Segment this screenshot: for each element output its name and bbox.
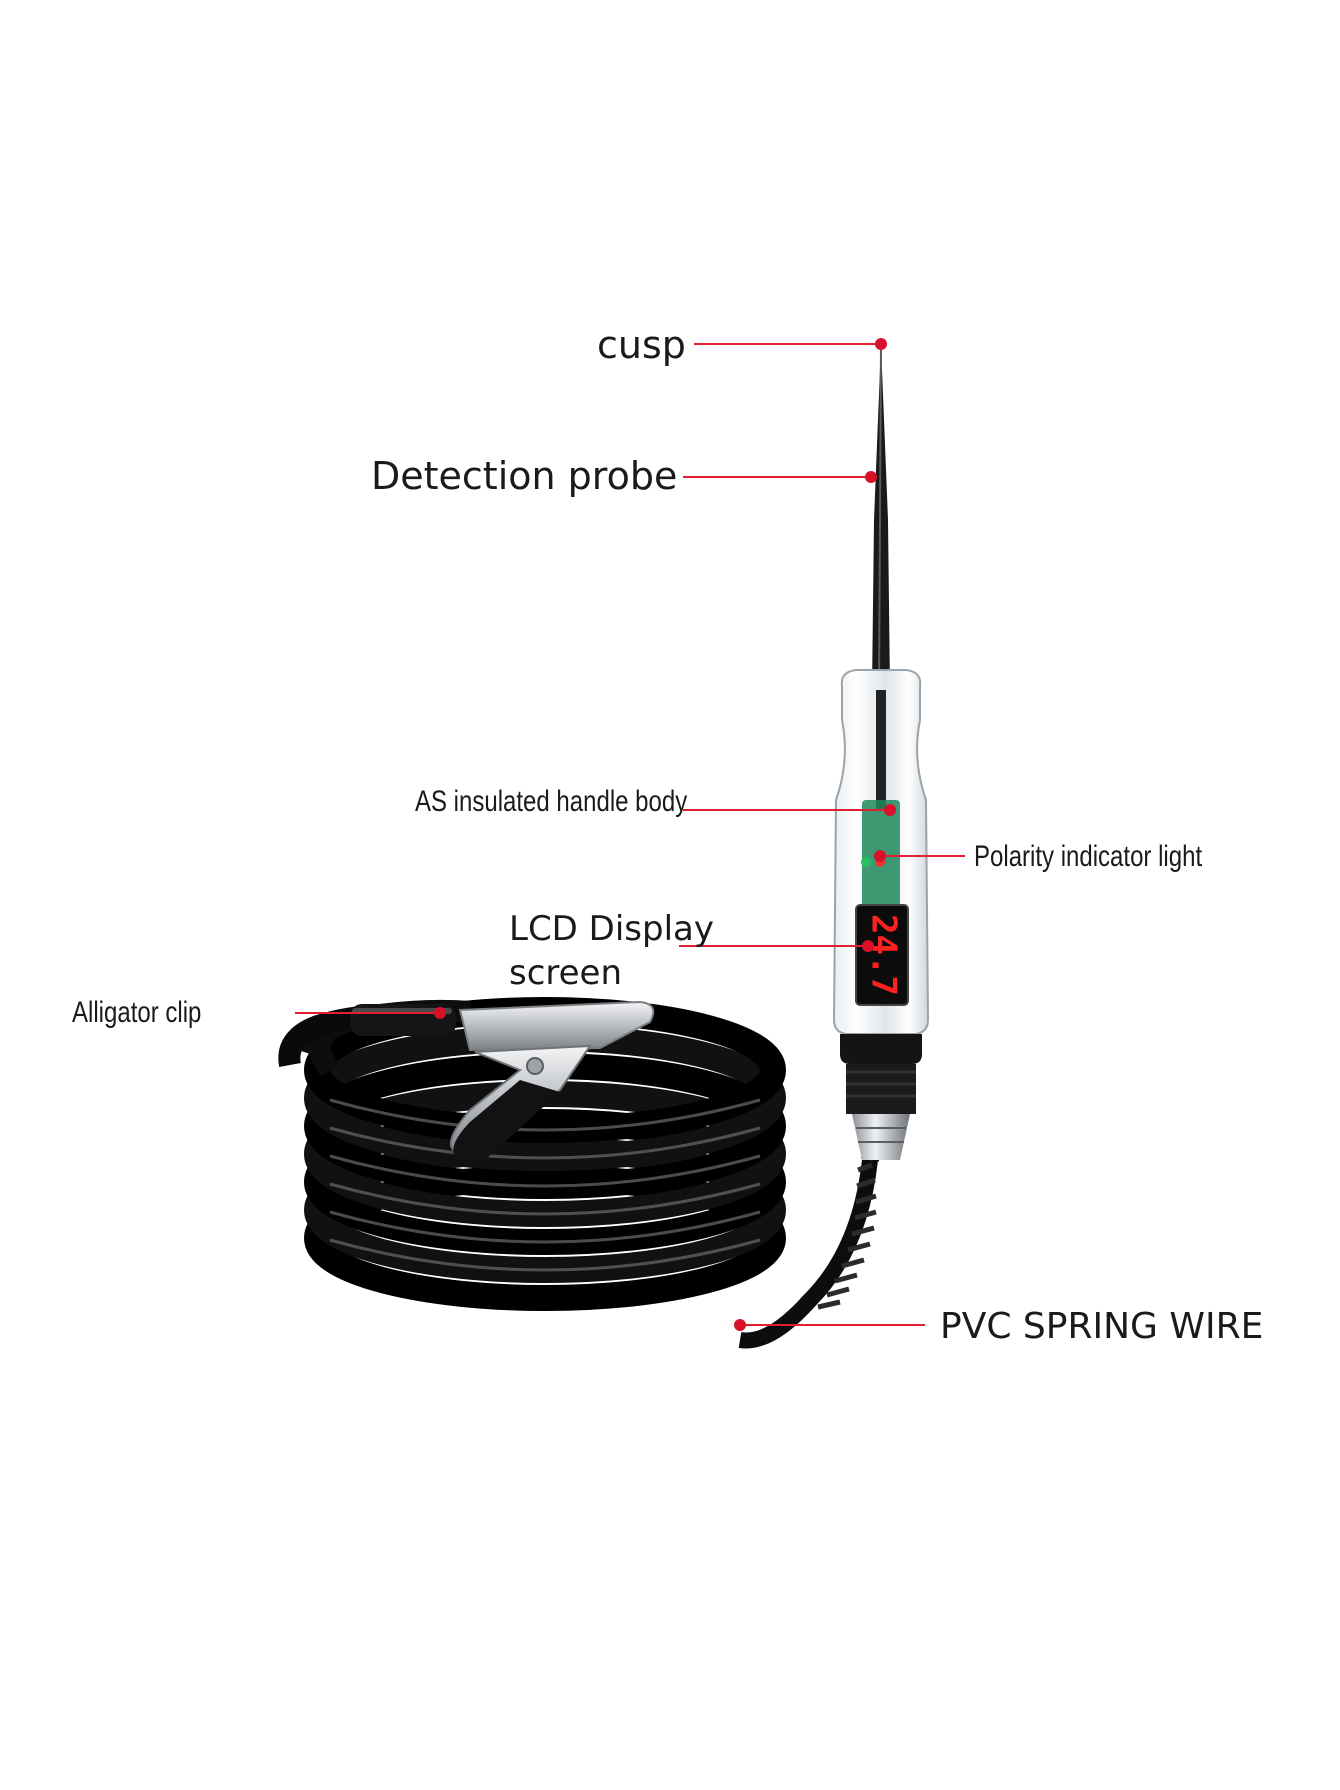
dot-clip bbox=[434, 1007, 446, 1019]
test-probe-icon: 24.7 bbox=[832, 343, 930, 1160]
dot-probe bbox=[865, 471, 877, 483]
lcd-digits: 24.7 bbox=[864, 914, 904, 996]
dot-cusp bbox=[875, 338, 887, 350]
cable-coil bbox=[278, 997, 786, 1311]
label-lcd-line2: screen bbox=[509, 953, 623, 993]
label-detection-probe: Detection probe bbox=[371, 454, 678, 498]
dot-polarity bbox=[874, 850, 886, 862]
leader-dots bbox=[434, 338, 896, 1331]
alligator-clip-icon bbox=[350, 1000, 655, 1165]
label-alligator-clip: Alligator clip bbox=[72, 996, 202, 1029]
label-lcd-line1: LCD Display bbox=[509, 909, 714, 949]
label-handle-body: AS insulated handle body bbox=[415, 785, 688, 818]
leader-lines bbox=[295, 343, 965, 1326]
label-lcd-display: LCD Display screen bbox=[509, 907, 714, 995]
label-cusp: cusp bbox=[597, 323, 686, 367]
dot-lcd bbox=[862, 940, 874, 952]
dot-handle bbox=[884, 804, 896, 816]
dot-spring bbox=[734, 1319, 746, 1331]
label-spring-wire: PVC SPRING WIRE bbox=[940, 1306, 1264, 1347]
label-polarity-light: Polarity indicator light bbox=[974, 840, 1203, 873]
